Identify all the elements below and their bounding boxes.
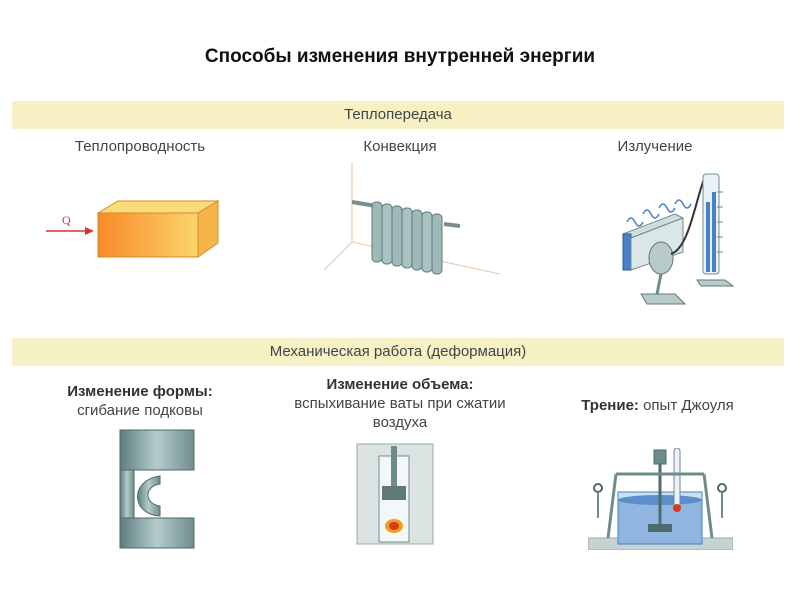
radiator-icon xyxy=(371,201,443,275)
label-shape-change: Изменение формы: сгибание подковы xyxy=(35,382,245,420)
label-shape-change-bold: Изменение формы: xyxy=(67,383,213,400)
label-volume-change-bold: Изменение объема: xyxy=(326,376,474,393)
label-convection: Конвекция xyxy=(363,138,437,155)
heat-arrow-head xyxy=(85,227,94,235)
joule-experiment-illustration xyxy=(588,448,733,550)
label-friction-bold: Трение: xyxy=(581,397,639,414)
label-conduction: Теплопроводность xyxy=(74,138,206,155)
radiation-illustration xyxy=(621,173,735,305)
bent-bar-icon xyxy=(137,475,161,517)
manometer-icon xyxy=(696,173,735,287)
label-shape-change-rest: сгибание подковы xyxy=(77,402,203,419)
flame-icon xyxy=(385,519,403,533)
label-friction: Трение: опыт Джоуля xyxy=(545,396,770,415)
heat-symbol-q: Q xyxy=(62,213,71,227)
label-volume-change-rest: вспыхивание ваты при сжатии воздуха xyxy=(294,395,506,431)
section-header-heat-transfer: Теплопередача xyxy=(12,101,784,129)
conduction-illustration: Q xyxy=(46,200,220,258)
page-title: Способы изменения внутренней энергии xyxy=(204,46,596,67)
label-radiation: Излучение xyxy=(617,138,693,155)
section-header-mechanical-work: Механическая работа (деформация) xyxy=(12,338,784,366)
convection-illustration xyxy=(323,162,501,275)
thermometer-icon xyxy=(673,448,681,512)
horseshoe-illustration xyxy=(119,429,195,549)
fire-piston-illustration xyxy=(356,443,434,545)
label-volume-change: Изменение объема: вспыхивание ваты при с… xyxy=(290,375,510,432)
heat-waves-icon xyxy=(626,199,692,227)
label-friction-rest: опыт Джоуля xyxy=(643,397,734,414)
